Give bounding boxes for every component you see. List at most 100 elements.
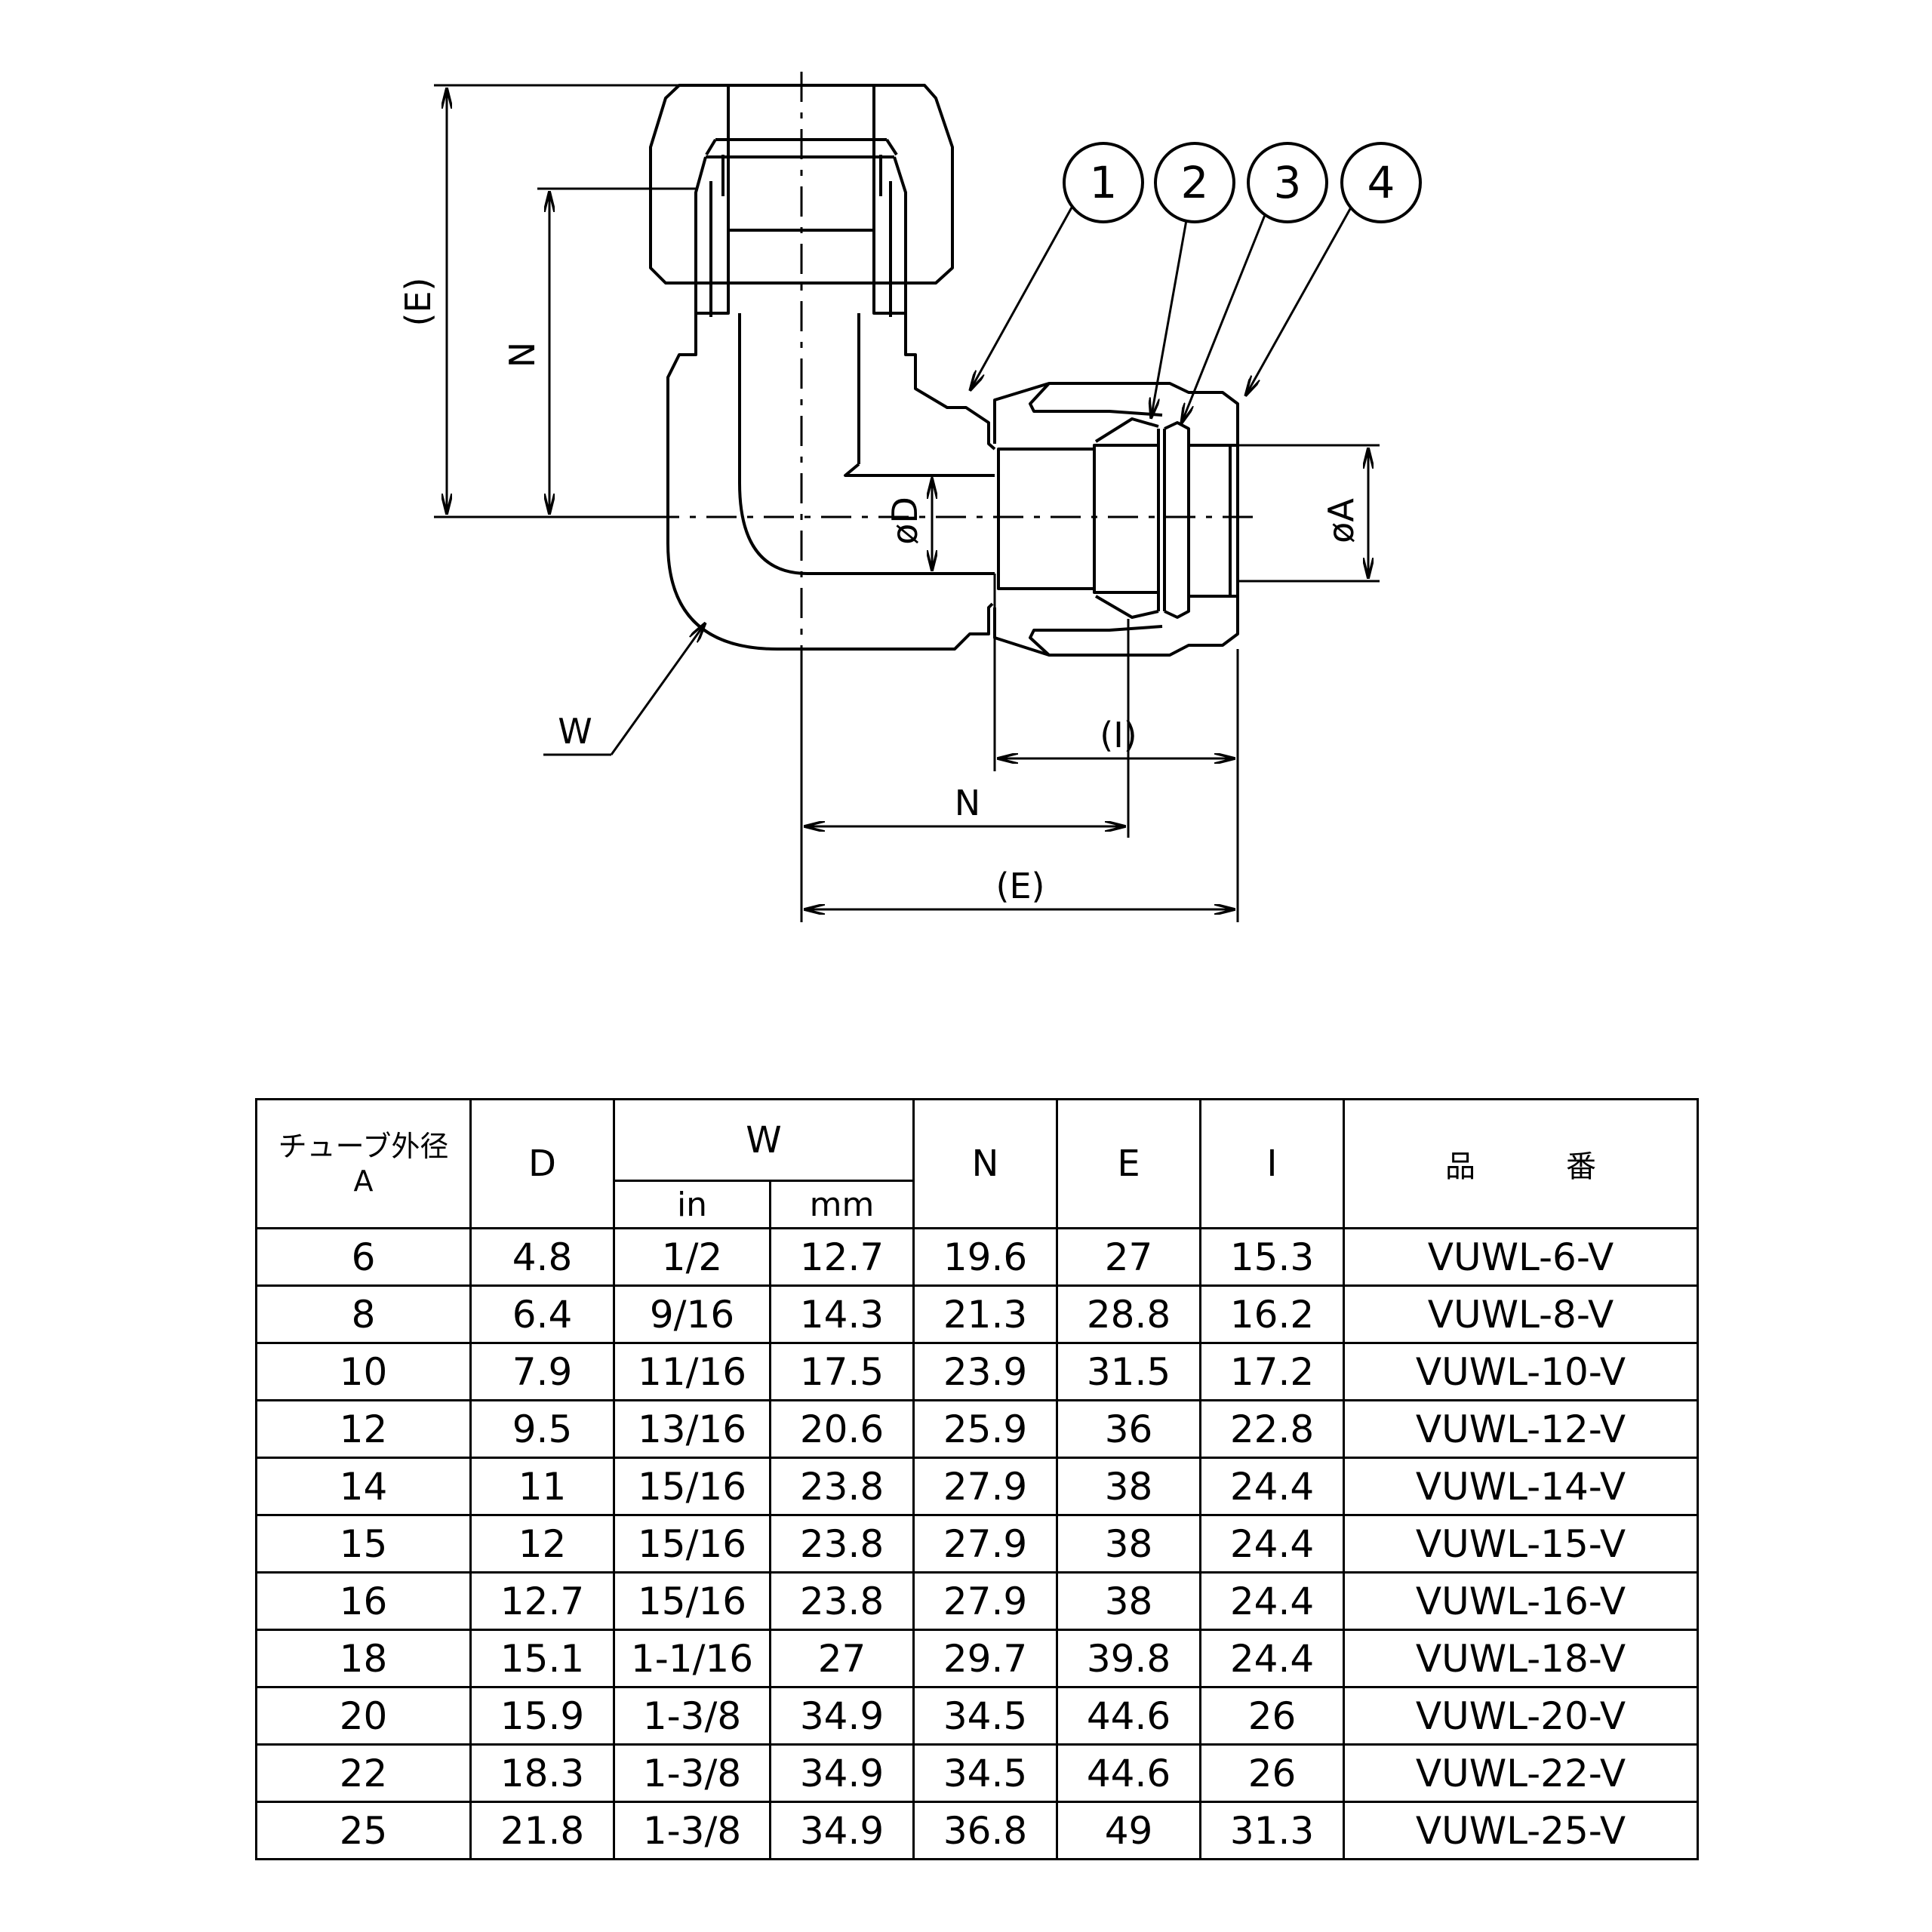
cell-d: 15.9 bbox=[469, 1686, 615, 1746]
cell-w-mm: 23.8 bbox=[769, 1571, 915, 1631]
cell-w-in: 11/16 bbox=[613, 1342, 771, 1401]
cell-n: 27.9 bbox=[912, 1514, 1058, 1574]
header-part-number: 品番 bbox=[1343, 1098, 1699, 1229]
header-tube-od-line2: A bbox=[353, 1164, 374, 1198]
cell-e: 44.6 bbox=[1056, 1686, 1201, 1746]
cell-w-mm: 20.6 bbox=[769, 1399, 915, 1459]
cell-i: 24.4 bbox=[1199, 1457, 1345, 1516]
cell-n: 34.5 bbox=[912, 1686, 1058, 1746]
cell-part: VUWL-12-V bbox=[1343, 1399, 1699, 1459]
cell-part: VUWL-22-V bbox=[1343, 1743, 1699, 1803]
cell-w-in: 1-1/16 bbox=[613, 1629, 771, 1688]
cell-part: VUWL-6-V bbox=[1343, 1227, 1699, 1287]
cell-w-in: 15/16 bbox=[613, 1457, 771, 1516]
callout-circle-2 bbox=[1154, 142, 1235, 223]
cell-w-in: 15/16 bbox=[613, 1571, 771, 1631]
callout-label-4: 4 bbox=[1367, 157, 1395, 208]
dimension-lines bbox=[434, 84, 1380, 922]
dim-label-n-vertical: N bbox=[502, 342, 543, 368]
cell-n: 23.9 bbox=[912, 1342, 1058, 1401]
cell-i: 17.2 bbox=[1199, 1342, 1345, 1401]
cell-n: 29.7 bbox=[912, 1629, 1058, 1688]
cell-e: 36 bbox=[1056, 1399, 1201, 1459]
header-n: N bbox=[912, 1098, 1058, 1229]
cell-d: 6.4 bbox=[469, 1284, 615, 1344]
header-part-number-1: 品 bbox=[1445, 1149, 1475, 1184]
cell-part: VUWL-10-V bbox=[1343, 1342, 1699, 1401]
cell-n: 36.8 bbox=[912, 1801, 1058, 1860]
cell-a: 20 bbox=[255, 1686, 472, 1746]
cell-part: VUWL-16-V bbox=[1343, 1571, 1699, 1631]
cell-d: 9.5 bbox=[469, 1399, 615, 1459]
cell-part: VUWL-14-V bbox=[1343, 1457, 1699, 1516]
callout-circles bbox=[1063, 142, 1422, 223]
cell-w-mm: 34.9 bbox=[769, 1686, 915, 1746]
callout-circle-4 bbox=[1340, 142, 1422, 223]
cell-a: 15 bbox=[255, 1514, 472, 1574]
dim-label-e-horizontal: (E) bbox=[996, 866, 1045, 906]
cell-i: 16.2 bbox=[1199, 1284, 1345, 1344]
header-i: I bbox=[1199, 1098, 1345, 1229]
header-tube-od-line1: チューブ外径 bbox=[278, 1130, 449, 1163]
cell-w-mm: 17.5 bbox=[769, 1342, 915, 1401]
cell-d: 11 bbox=[469, 1457, 615, 1516]
cell-i: 31.3 bbox=[1199, 1801, 1345, 1860]
cell-e: 44.6 bbox=[1056, 1743, 1201, 1803]
cell-a: 18 bbox=[255, 1629, 472, 1688]
cell-w-in: 15/16 bbox=[613, 1514, 771, 1574]
cell-w-in: 1-3/8 bbox=[613, 1686, 771, 1746]
cell-w-mm: 34.9 bbox=[769, 1743, 915, 1803]
cell-a: 22 bbox=[255, 1743, 472, 1803]
callout-circle-3 bbox=[1247, 142, 1328, 223]
cell-i: 22.8 bbox=[1199, 1399, 1345, 1459]
cell-a: 10 bbox=[255, 1342, 472, 1401]
cell-n: 25.9 bbox=[912, 1399, 1058, 1459]
cell-i: 24.4 bbox=[1199, 1629, 1345, 1688]
cell-w-in: 1/2 bbox=[613, 1227, 771, 1287]
callout-label-3: 3 bbox=[1274, 157, 1302, 208]
cell-e: 49 bbox=[1056, 1801, 1201, 1860]
dim-label-phi-d: øD bbox=[884, 497, 925, 545]
cell-a: 25 bbox=[255, 1801, 472, 1860]
cell-w-in: 13/16 bbox=[613, 1399, 771, 1459]
cell-d: 21.8 bbox=[469, 1801, 615, 1860]
header-w: W bbox=[613, 1098, 915, 1182]
cell-part: VUWL-20-V bbox=[1343, 1686, 1699, 1746]
cell-e: 31.5 bbox=[1056, 1342, 1201, 1401]
cell-w-mm: 23.8 bbox=[769, 1514, 915, 1574]
cell-part: VUWL-25-V bbox=[1343, 1801, 1699, 1860]
cell-i: 24.4 bbox=[1199, 1514, 1345, 1574]
cell-e: 38 bbox=[1056, 1457, 1201, 1516]
callout-label-1: 1 bbox=[1090, 157, 1118, 208]
cell-part: VUWL-8-V bbox=[1343, 1284, 1699, 1344]
dim-label-i: (I) bbox=[1100, 715, 1137, 755]
header-part-number-2: 番 bbox=[1566, 1149, 1596, 1184]
cell-e: 28.8 bbox=[1056, 1284, 1201, 1344]
cell-d: 4.8 bbox=[469, 1227, 615, 1287]
header-w-mm: mm bbox=[769, 1180, 915, 1229]
cell-part: VUWL-18-V bbox=[1343, 1629, 1699, 1688]
header-d: D bbox=[469, 1098, 615, 1229]
cell-w-mm: 34.9 bbox=[769, 1801, 915, 1860]
cell-w-in: 9/16 bbox=[613, 1284, 771, 1344]
cell-a: 12 bbox=[255, 1399, 472, 1459]
cell-d: 12.7 bbox=[469, 1571, 615, 1631]
cell-part: VUWL-15-V bbox=[1343, 1514, 1699, 1574]
cell-w-in: 1-3/8 bbox=[613, 1801, 771, 1860]
dim-label-e-vertical: (E) bbox=[398, 278, 438, 327]
cell-n: 27.9 bbox=[912, 1571, 1058, 1631]
cell-d: 12 bbox=[469, 1514, 615, 1574]
cell-n: 19.6 bbox=[912, 1227, 1058, 1287]
dim-label-w: W bbox=[558, 711, 592, 752]
cell-e: 27 bbox=[1056, 1227, 1201, 1287]
